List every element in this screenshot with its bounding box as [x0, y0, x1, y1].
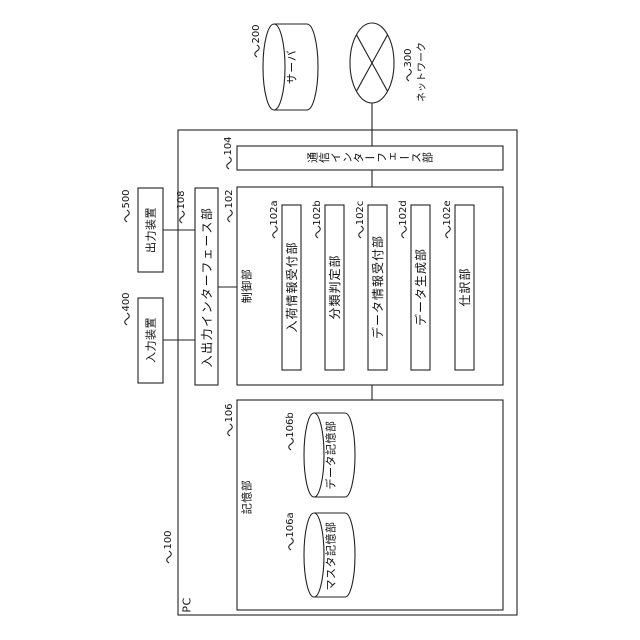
input-device-ref: 400: [122, 292, 132, 311]
leader-102d: [402, 226, 407, 238]
module-ref-102e: 102e: [443, 200, 453, 225]
input-device-label: 入力装置: [146, 317, 157, 363]
module-ref-102a: 102a: [270, 200, 280, 225]
leader-102c: [359, 226, 364, 238]
comm-interface-ref: 104: [224, 136, 234, 155]
module-label-102a: 入荷情報受付部: [286, 241, 298, 332]
control-unit-label: 制御部: [242, 269, 253, 304]
network-label: ネットワーク: [418, 42, 428, 102]
leader-300: [407, 69, 412, 81]
module-label-102e: 仕訳部: [459, 267, 471, 306]
module-label-102d: データ生成部: [415, 248, 427, 326]
server-label: サーバ: [287, 50, 298, 84]
storage-unit-ref: 106: [225, 403, 235, 422]
leader-400: [125, 313, 130, 325]
leader-102: [228, 210, 233, 222]
leader-104: [227, 157, 232, 169]
module-ref-102c: 102c: [356, 201, 366, 226]
io-interface-ref: 108: [177, 190, 187, 209]
leader-102a: [273, 226, 278, 238]
leader-102e: [446, 226, 451, 238]
leader-106a: [289, 538, 294, 550]
pc-label: PC: [182, 597, 193, 612]
leader-102b: [316, 226, 321, 238]
master-storage-label: マスタ記憶部: [326, 522, 337, 591]
leader-106: [228, 424, 233, 436]
storage-unit-label: 記憶部: [242, 480, 253, 515]
comm-interface-label: 通信インターフェース部: [307, 153, 434, 164]
leader-100: [167, 551, 172, 563]
leader-200: [255, 45, 260, 57]
output-device-ref: 500: [122, 189, 132, 208]
storage-unit-box: [237, 400, 503, 610]
module-label-102c: データ情報受付部: [372, 235, 384, 339]
module-label-102b: 分類判定部: [329, 254, 341, 319]
control-unit-ref: 102: [225, 189, 235, 208]
pc-ref: 100: [164, 530, 174, 549]
leader-106b: [289, 438, 294, 450]
network-ref: 300: [404, 48, 414, 67]
network-symbol: [350, 23, 394, 103]
io-interface-label: 入出力インターフェース部: [201, 207, 213, 368]
module-ref-102b: 102b: [313, 200, 323, 225]
data-storage-ref: 106b: [286, 412, 296, 437]
leader-108: [180, 211, 185, 223]
server-ref: 200: [252, 24, 262, 43]
data-storage-label: データ記憶部: [326, 421, 337, 490]
module-ref-102d: 102d: [399, 200, 409, 225]
master-storage-ref: 106a: [286, 512, 296, 537]
leader-500: [125, 210, 130, 222]
output-device-label: 出力装置: [146, 207, 157, 253]
